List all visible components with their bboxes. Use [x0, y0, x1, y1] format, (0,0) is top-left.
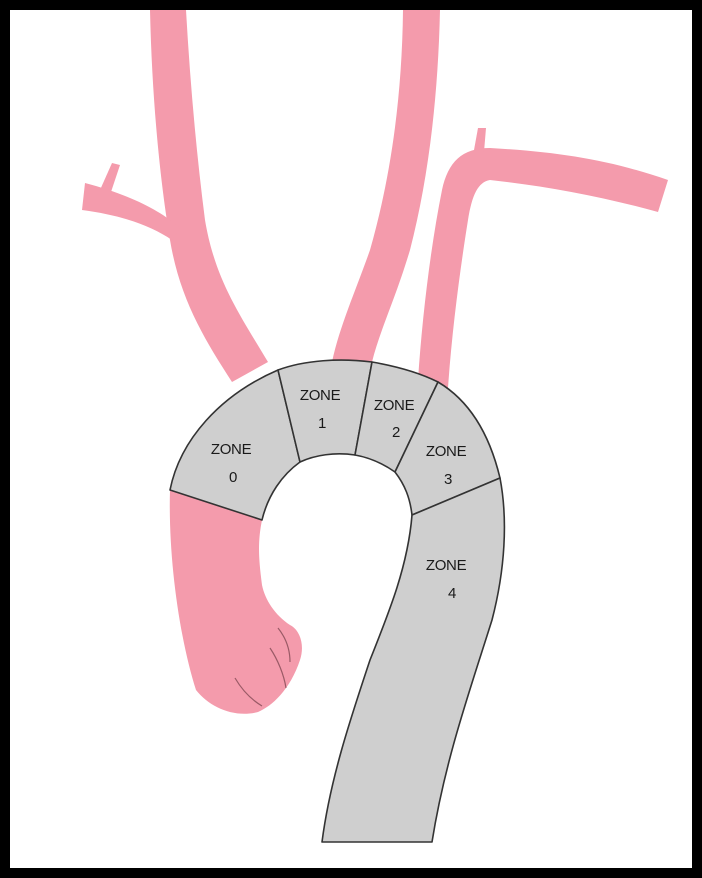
aortic-arch-zones-diagram: ZONE 0 ZONE 1 ZONE 2 ZONE 3 ZONE 4 [0, 0, 702, 878]
